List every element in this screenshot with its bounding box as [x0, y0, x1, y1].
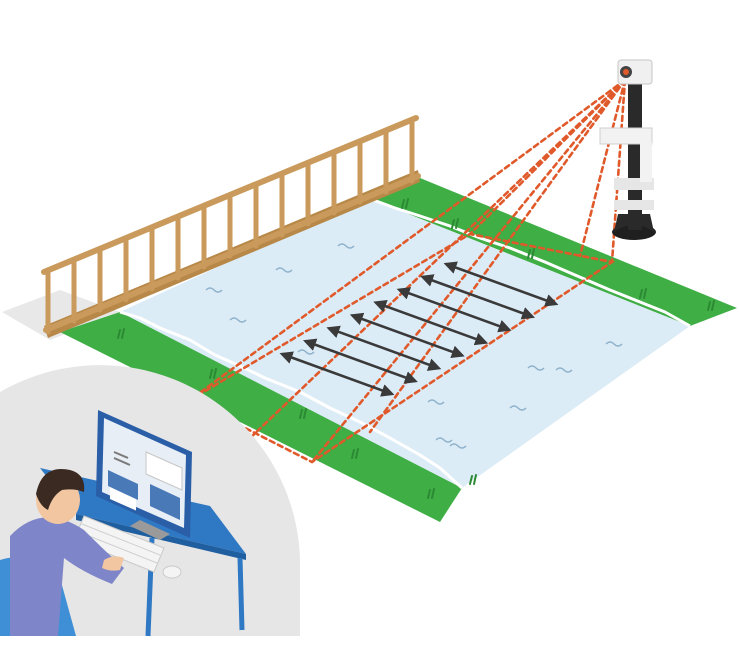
operator-workstation	[0, 365, 300, 637]
operator	[10, 469, 124, 636]
riverbank-near	[60, 312, 462, 522]
monitor	[96, 410, 192, 540]
camera-icon	[617, 59, 653, 85]
flow-arrow	[443, 261, 559, 307]
footbridge	[41, 115, 421, 338]
ground-shadow	[2, 290, 120, 340]
bank-edge-far	[367, 196, 691, 328]
monitoring-pole	[599, 82, 656, 240]
riverbank-far	[368, 178, 737, 326]
flow-velocity-arrows	[279, 261, 559, 397]
grass-tufts	[117, 198, 715, 499]
mouse	[162, 565, 182, 579]
